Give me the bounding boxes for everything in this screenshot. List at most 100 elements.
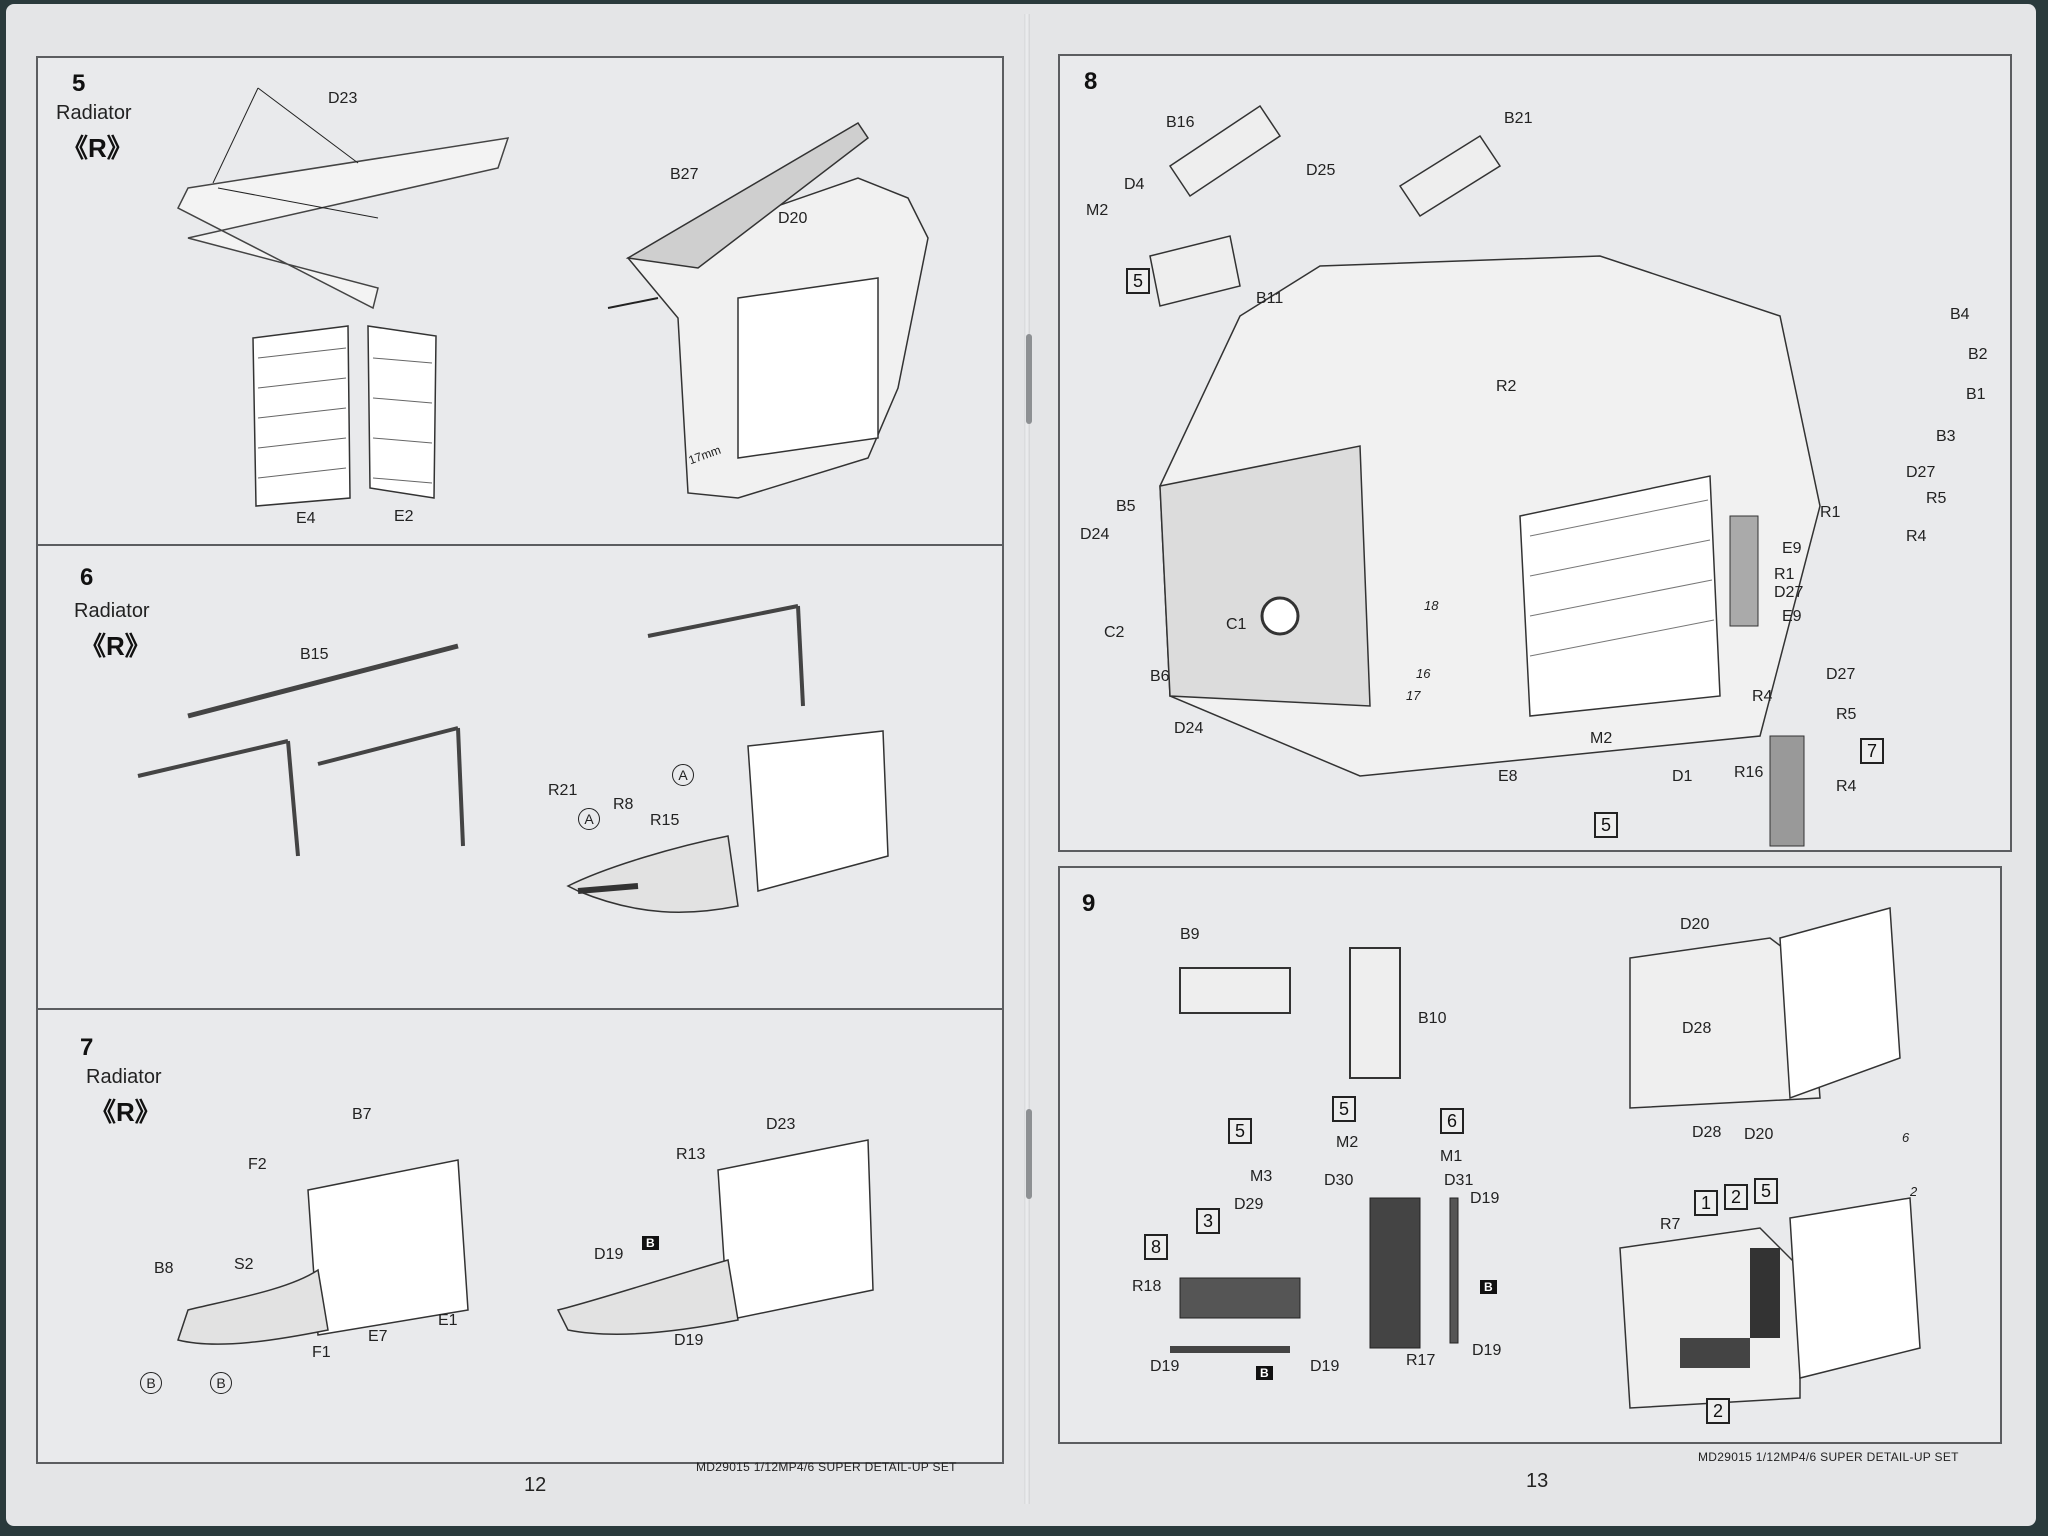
step-reference-box: 5 xyxy=(1754,1178,1778,1204)
part-label: B3 xyxy=(1936,428,1956,445)
part-label: D23 xyxy=(328,90,358,107)
staple xyxy=(1026,1109,1032,1199)
reference-number: 16 xyxy=(1416,666,1431,681)
step-title: Radiator xyxy=(86,1066,162,1088)
part-label: B11 xyxy=(1256,290,1284,307)
page-number: 13 xyxy=(1526,1470,1549,1492)
part-label: D27 xyxy=(1906,464,1936,481)
step-reference-box: 3 xyxy=(1196,1208,1220,1234)
step-5-illustration xyxy=(176,87,929,507)
step-title: Radiator xyxy=(56,102,132,124)
part-label: C2 xyxy=(1104,624,1125,641)
step-reference-box: 5 xyxy=(1332,1096,1356,1122)
page-footer: MD29015 1/12MP4/6 SUPER DETAIL-UP SET xyxy=(1698,1450,1959,1464)
part-label: D24 xyxy=(1080,526,1110,543)
part-label: D20 xyxy=(1680,916,1710,933)
part-label: D20 xyxy=(778,210,808,227)
reference-mark: A xyxy=(578,808,600,830)
part-label: B9 xyxy=(1180,926,1200,943)
side-marker: 《R》 xyxy=(80,631,151,661)
part-label: R2 xyxy=(1496,378,1517,395)
part-label: D23 xyxy=(766,1116,796,1133)
step-reference-box: 5 xyxy=(1126,268,1150,294)
part-label: D28 xyxy=(1692,1124,1722,1141)
step-reference-box: 2 xyxy=(1706,1398,1730,1424)
reference-number: 2 xyxy=(1910,1184,1918,1199)
reference-number: 17 xyxy=(1406,688,1421,703)
part-label: B21 xyxy=(1504,110,1533,127)
page-footer: MD29015 1/12MP4/6 SUPER DETAIL-UP SET xyxy=(696,1460,957,1474)
part-label: E9 xyxy=(1782,540,1802,557)
part-label: M3 xyxy=(1250,1168,1273,1185)
part-label: R5 xyxy=(1836,706,1857,723)
part-label: B5 xyxy=(1116,498,1136,515)
side-marker: 《R》 xyxy=(62,133,133,163)
page-number: 12 xyxy=(524,1474,547,1496)
color-marker: B xyxy=(642,1236,659,1250)
part-label: F2 xyxy=(248,1156,267,1173)
part-label: D27 xyxy=(1774,584,1804,601)
part-label: C1 xyxy=(1226,616,1247,633)
step-reference-box: 7 xyxy=(1860,738,1884,764)
color-marker: B xyxy=(1480,1280,1497,1294)
step-7-panel: 7 Radiator 《R》 B7 F2 B8 S2 F1 E7 E1 B B … xyxy=(36,1008,1004,1464)
part-label: E2 xyxy=(394,508,414,525)
part-label: B27 xyxy=(670,166,699,183)
step-9-panel: 9 B9 B10 5 5 6 M2 M1 M3 D30 D31 D29 D19 … xyxy=(1058,866,2002,1444)
step-9-illustration xyxy=(1170,907,1921,1409)
step-6-illustration xyxy=(137,604,889,913)
part-label: R1 xyxy=(1820,504,1841,521)
part-label: R18 xyxy=(1132,1278,1162,1295)
part-label: B15 xyxy=(300,646,329,663)
part-label: R15 xyxy=(650,812,680,829)
part-label: R4 xyxy=(1752,688,1773,705)
part-label: R21 xyxy=(548,782,578,799)
step-7-illustration xyxy=(177,1139,874,1345)
step-title: Radiator xyxy=(74,600,150,622)
part-label: D4 xyxy=(1124,176,1145,193)
step-reference-box: 2 xyxy=(1724,1184,1748,1210)
part-label: D19 xyxy=(674,1332,704,1349)
part-label: E9 xyxy=(1782,608,1802,625)
part-label: E7 xyxy=(368,1328,388,1345)
part-label: B7 xyxy=(352,1106,372,1123)
step-reference-box: 8 xyxy=(1144,1234,1168,1260)
step-reference-box: 1 xyxy=(1694,1190,1718,1216)
part-label: R1 xyxy=(1774,566,1795,583)
step-6-panel: 6 Radiator 《R》 B15 R21 R8 R15 A A xyxy=(36,544,1004,1010)
part-label: B1 xyxy=(1966,386,1986,403)
part-label: M2 xyxy=(1590,730,1613,747)
reference-mark: B xyxy=(140,1372,162,1394)
part-label: F1 xyxy=(312,1344,331,1361)
step-number: 5 xyxy=(72,70,86,97)
part-label: B16 xyxy=(1166,114,1195,131)
part-label: R5 xyxy=(1926,490,1947,507)
part-label: R16 xyxy=(1734,764,1764,781)
part-label: R4 xyxy=(1906,528,1927,545)
part-label: D19 xyxy=(594,1246,624,1263)
part-label: D19 xyxy=(1472,1342,1502,1359)
reference-number: 18 xyxy=(1424,598,1439,613)
part-label: B6 xyxy=(1150,668,1170,685)
side-marker: 《R》 xyxy=(90,1097,161,1127)
part-label: D28 xyxy=(1682,1020,1712,1037)
step-reference-box: 5 xyxy=(1228,1118,1252,1144)
part-label: R13 xyxy=(676,1146,706,1163)
part-label: B2 xyxy=(1968,346,1988,363)
part-label: S2 xyxy=(234,1256,254,1273)
part-label: D29 xyxy=(1234,1196,1264,1213)
reference-mark: A xyxy=(672,764,694,786)
step-reference-box: 6 xyxy=(1440,1108,1464,1134)
part-label: D24 xyxy=(1174,720,1204,737)
step-8-illustration xyxy=(1149,104,1821,847)
part-label: D20 xyxy=(1744,1126,1774,1143)
step-5-panel: 5 Radiator 《R》 D23 B27 xyxy=(36,56,1004,546)
part-label: R4 xyxy=(1836,778,1857,795)
part-label: M1 xyxy=(1440,1148,1463,1165)
part-label: B4 xyxy=(1950,306,1970,323)
step-number: 9 xyxy=(1082,890,1096,917)
center-fold xyxy=(1024,14,1030,1504)
part-label: D30 xyxy=(1324,1172,1354,1189)
part-label: B8 xyxy=(154,1260,174,1277)
step-reference-box: 5 xyxy=(1594,812,1618,838)
